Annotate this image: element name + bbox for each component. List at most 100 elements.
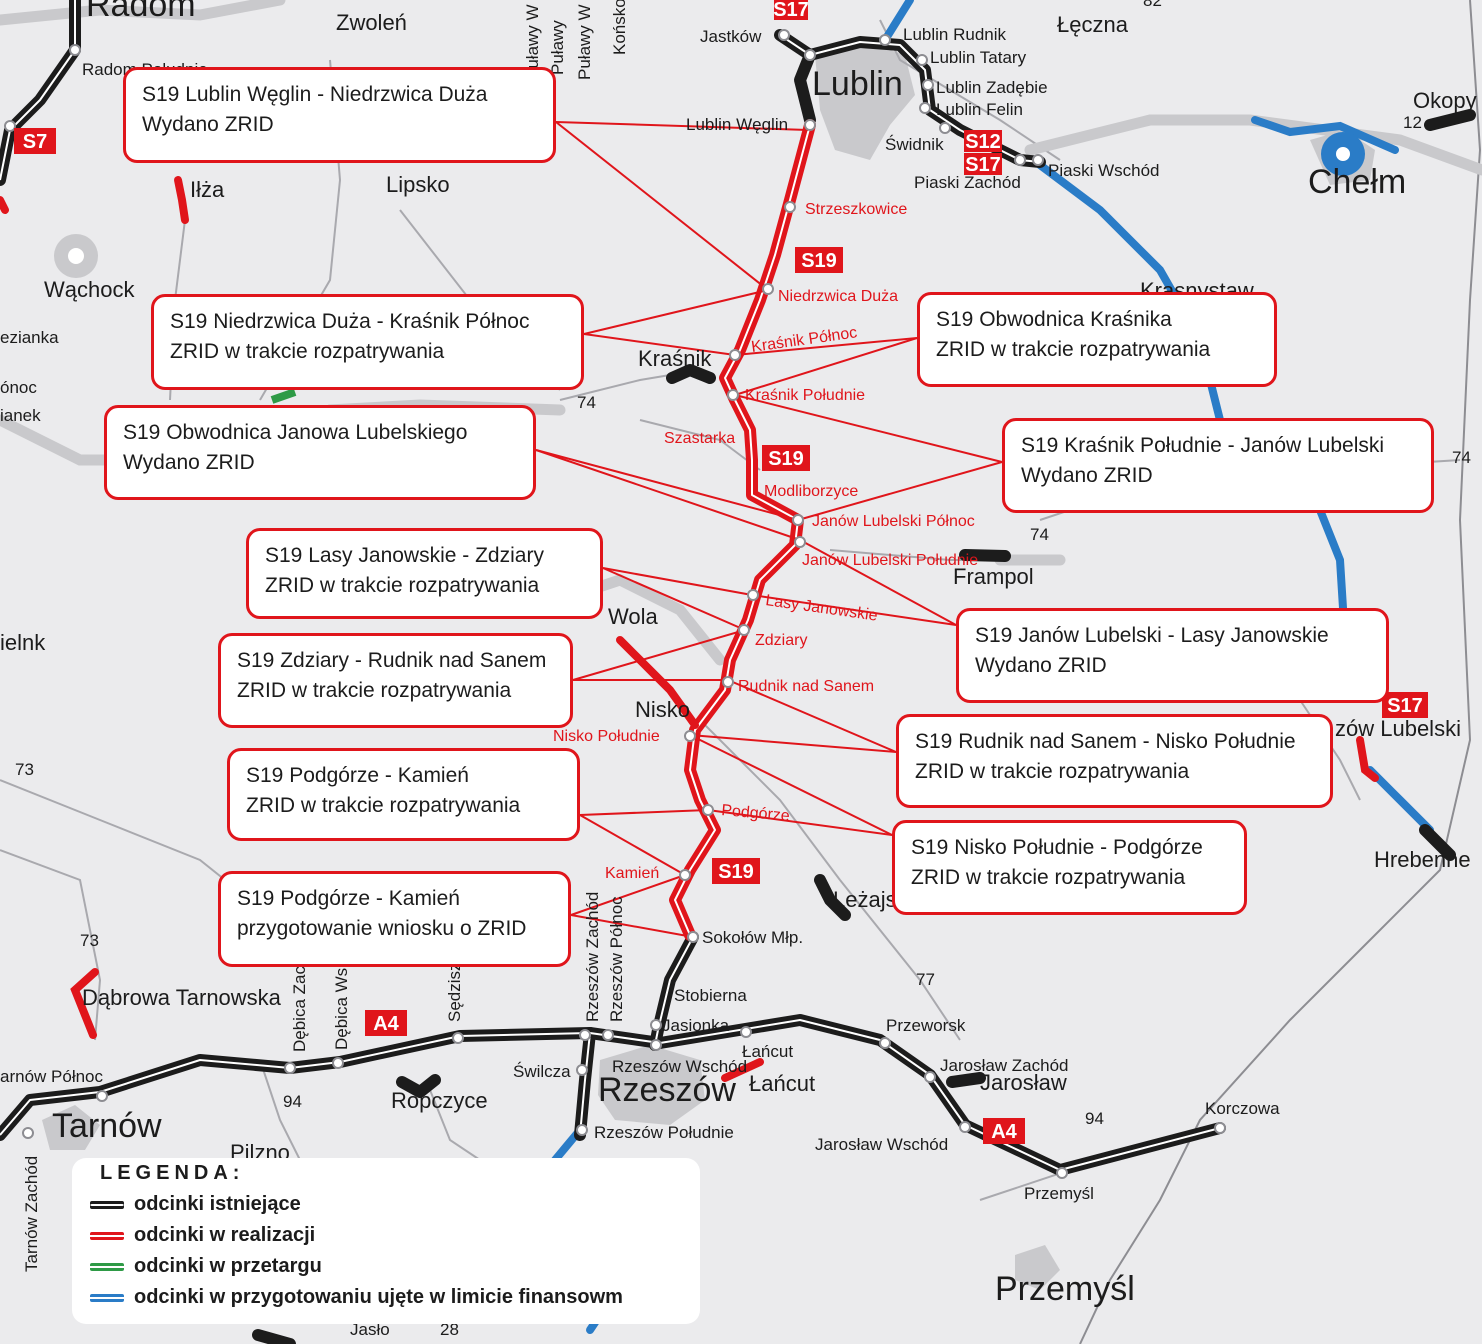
svg-text:S19: S19: [801, 250, 837, 272]
callout-nisko-podgorze: S19 Nisko Południe - Podgórze ZRID w tra…: [892, 820, 1247, 915]
shield-s12: S12: [964, 130, 1002, 153]
svg-text:S19: S19: [718, 861, 754, 883]
legend-swatch-black: [90, 1200, 124, 1209]
svg-text:S17: S17: [773, 0, 809, 21]
city-markers: [54, 132, 1365, 278]
callout-podgorze-kamien-2: S19 Podgórze - Kamień przygotowanie wnio…: [218, 871, 571, 967]
callout-status: ZRID w trakcie rozpatrywania: [246, 794, 521, 817]
label-szastarka: Szastarka: [664, 430, 735, 447]
okopy-stub: [1424, 109, 1476, 131]
label-nisko-poludnie: Nisko Południe: [553, 728, 660, 745]
label-konsko: Końsko: [610, 0, 629, 55]
label-ianek: ianek: [0, 406, 41, 425]
label-jaslo: Jasło: [350, 1320, 390, 1339]
label-jaroslaw: Jarosław: [980, 1070, 1067, 1095]
svg-text:28: 28: [440, 1320, 459, 1339]
legend-item-realization: odcinki w realizacji: [90, 1220, 682, 1251]
svg-text:74: 74: [577, 393, 596, 412]
callout-title: S19 Nisko Południe - Podgórze: [911, 836, 1203, 859]
label-przemysl-node: Przemyśl: [1024, 1184, 1094, 1203]
svg-text:74: 74: [1030, 525, 1049, 544]
label-hrebenne: Hrebenne: [1374, 847, 1471, 872]
svg-text:77: 77: [916, 970, 935, 989]
label-tarnow-zachod: Tarnów Zachód: [22, 1156, 41, 1272]
label-rzeszow-zachod: Rzeszów Zachód: [583, 892, 602, 1022]
callout-status: Wydano ZRID: [1021, 464, 1153, 487]
legend-title: LEGENDA:: [100, 1162, 245, 1184]
callout-title: S19 Podgórze - Kamień: [246, 764, 469, 787]
callout-status: ZRID w trakcie rozpatrywania: [915, 760, 1190, 783]
legend-label: odcinki istniejące: [134, 1193, 301, 1215]
label-rudnik: Rudnik nad Sanem: [738, 678, 874, 695]
callout-niedrzwica-krasnik: S19 Niedrzwica Duża - Kraśnik Północ ZRI…: [151, 294, 584, 390]
callout-rudnik-nisko: S19 Rudnik nad Sanem - Nisko Południe ZR…: [896, 714, 1333, 808]
svg-text:12: 12: [1403, 113, 1422, 132]
legend-swatch-green: [90, 1262, 124, 1271]
svg-text:S7: S7: [23, 131, 47, 153]
label-sokolow: Sokołów Młp.: [702, 928, 803, 947]
callout-title: S19 Podgórze - Kamień: [237, 887, 460, 910]
label-onoc: ónoc: [0, 378, 37, 397]
svg-text:S12: S12: [965, 131, 1001, 153]
svg-text:94: 94: [283, 1092, 302, 1111]
label-lublin: Lublin: [812, 65, 903, 103]
label-lipsko: Lipsko: [386, 172, 450, 197]
road-shields: S19 S19 S19 S7 S17 S12 S17 S17 A4 A4: [14, 0, 1428, 1144]
callout-krasnik-janow: S19 Kraśnik Południe - Janów Lubelski Wy…: [1002, 418, 1434, 513]
legend-label: odcinki w przetargu: [134, 1255, 322, 1277]
label-pulawy-w2: Puławy W: [575, 4, 594, 80]
label-krasnik: Kraśnik: [638, 346, 712, 371]
shield-a4-1: A4: [365, 1010, 407, 1036]
shield-s19-3: S19: [712, 858, 760, 884]
label-przeworsk: Przeworsk: [886, 1016, 966, 1035]
svg-text:82: 82: [1143, 0, 1162, 10]
callout-title: S19 Kraśnik Południe - Janów Lubelski: [1021, 434, 1385, 457]
green-road: [270, 388, 297, 404]
callout-status: Wydano ZRID: [142, 113, 274, 136]
callout-title: S19 Zdziary - Rudnik nad Sanem: [237, 649, 547, 672]
callout-status: ZRID w trakcie rozpatrywania: [936, 338, 1211, 361]
callout-title: S19 Niedrzwica Duża - Kraśnik Północ: [170, 310, 530, 333]
svg-text:S17: S17: [1387, 695, 1423, 717]
label-jaroslaw-wschod: Jarosław Wschód: [815, 1135, 948, 1154]
label-kamien: Kamień: [605, 865, 659, 882]
label-krasnik-poludnie: Kraśnik Południe: [745, 387, 865, 404]
label-ropczyce: Ropczyce: [391, 1088, 488, 1113]
label-debica-zach: Dębica Zach: [290, 957, 309, 1052]
callout-zdziary-rudnik: S19 Zdziary - Rudnik nad Sanem ZRID w tr…: [218, 633, 573, 728]
label-okopy: Okopy: [1413, 88, 1477, 113]
callout-obwodnica-janowa: S19 Obwodnica Janowa Lubelskiego Wydano …: [104, 405, 536, 500]
label-lancut-node: Łańcut: [742, 1042, 793, 1061]
label-frampol: Frampol: [953, 564, 1034, 589]
svg-text:94: 94: [1085, 1109, 1104, 1128]
label-korczowa: Korczowa: [1205, 1099, 1280, 1118]
callout-title: S19 Janów Lubelski - Lasy Janowskie: [975, 624, 1329, 647]
label-pulawy: Puławy: [548, 20, 567, 75]
label-lasy-janowskie: Lasy Janowskie: [764, 592, 878, 625]
callout-status: ZRID w trakcie rozpatrywania: [911, 866, 1186, 889]
callout-lasy-zdziary: S19 Lasy Janowskie - Zdziary ZRID w trak…: [246, 528, 603, 619]
svg-text:S19: S19: [768, 448, 804, 470]
legend-label: odcinki w przygotowaniu ujęte w limicie …: [134, 1286, 623, 1308]
callout-title: S19 Lublin Węglin - Niedrzwica Duża: [142, 83, 488, 106]
callout-status: ZRID w trakcie rozpatrywania: [170, 340, 445, 363]
label-jaroslaw-zachod: Jarosław Zachód: [940, 1056, 1069, 1075]
label-strzeszkowice: Strzeszkowice: [805, 201, 907, 218]
label-ielnk: ielnk: [0, 630, 46, 655]
callout-title: S19 Obwodnica Janowa Lubelskiego: [123, 421, 468, 444]
jaroslaw-stub: [946, 1072, 986, 1088]
label-rzeszow-wschod: Rzeszów Wschód: [612, 1057, 747, 1076]
label-lublin-felin: Lublin Felin: [936, 100, 1023, 119]
shield-s19-2: S19: [762, 445, 810, 471]
shield-s19-1: S19: [795, 247, 843, 273]
callout-podgorze-kamien-1: S19 Podgórze - Kamień ZRID w trakcie roz…: [227, 748, 580, 841]
label-swilcza: Świlcza: [513, 1062, 571, 1081]
legend-item-existing: odcinki istniejące: [90, 1189, 682, 1220]
przemysl-area: [1015, 1245, 1060, 1290]
callout-title: S19 Rudnik nad Sanem - Nisko Południe: [915, 730, 1296, 753]
label-chelm: Chełm: [1308, 163, 1406, 201]
label-lezajsk: Leżajs: [833, 887, 897, 912]
callout-weglin-niedrzwica: S19 Lublin Węglin - Niedrzwica Duża Wyda…: [123, 67, 556, 163]
frampol-stub: [959, 549, 1011, 562]
